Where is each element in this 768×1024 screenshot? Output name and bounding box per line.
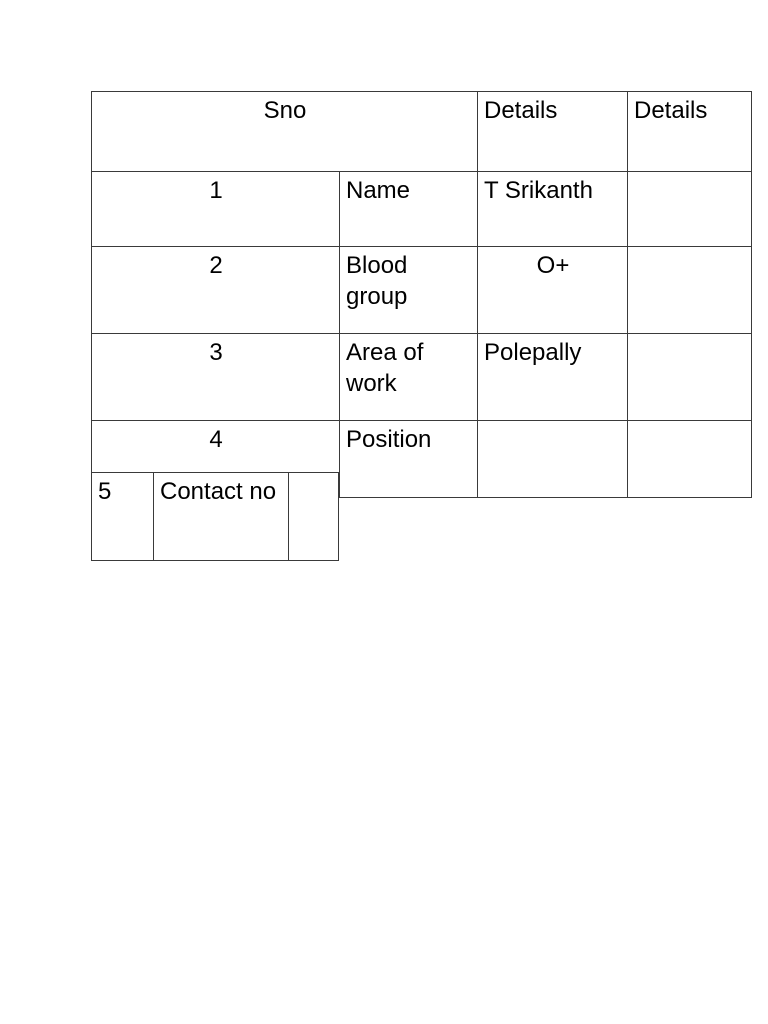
contact-row-container: 5 Contact no	[91, 472, 339, 561]
info-table-container: Sno Details Details 1 Name T Srikanth 2 …	[91, 91, 752, 498]
spacer-cell	[627, 246, 752, 334]
cell-sno-2: 2	[91, 246, 340, 334]
cell-detail-area-of-work: Polepally	[477, 333, 628, 421]
spacer-cell	[627, 171, 752, 247]
cell-sno-3: 3	[91, 333, 340, 421]
spacer-cell	[627, 420, 752, 498]
header-cell-details: Details	[477, 91, 628, 172]
contact-row-table: 5 Contact no	[91, 472, 339, 561]
cell-label-contact-no: Contact no	[153, 472, 289, 561]
personal-details-table: Sno Details Details 1 Name T Srikanth 2 …	[91, 91, 752, 498]
cell-detail-blood-group: O+	[477, 246, 628, 334]
cell-detail-contact-no	[288, 472, 339, 561]
table-row: 1 Name T Srikanth	[91, 171, 752, 247]
table-header-row: Sno Details Details	[91, 91, 752, 172]
cell-detail-name: T Srikanth	[477, 171, 628, 247]
cell-detail-position	[477, 420, 628, 498]
cell-sno-5: 5	[91, 472, 154, 561]
cell-label-blood-group: Blood group	[339, 246, 478, 334]
header-cell-details-extra: Details	[627, 91, 752, 172]
cell-label-name: Name	[339, 171, 478, 247]
spacer-cell	[627, 333, 752, 421]
table-row: 2 Blood group O+	[91, 246, 752, 334]
cell-label-area-of-work: Area of work	[339, 333, 478, 421]
table-row: 5 Contact no	[91, 472, 339, 561]
table-row: 3 Area of work Polepally	[91, 333, 752, 421]
cell-sno-1: 1	[91, 171, 340, 247]
cell-label-position: Position	[339, 420, 478, 498]
header-cell-sno: Sno	[91, 91, 478, 172]
